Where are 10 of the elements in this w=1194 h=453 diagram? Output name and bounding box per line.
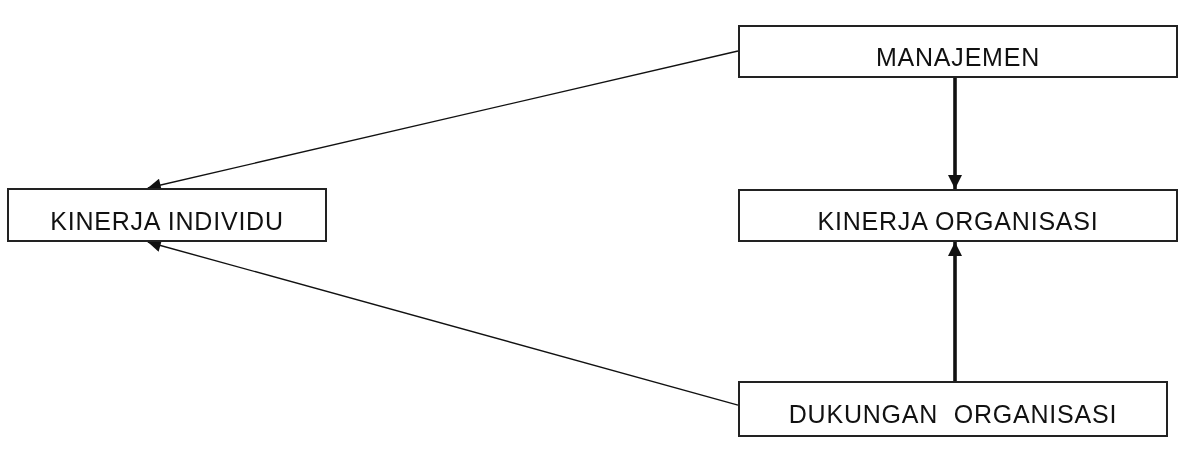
process-box — [738, 25, 1178, 78]
node-label: MANAJEMEN — [875, 43, 1041, 72]
node-label: KINERJA ORGANISASI — [817, 208, 1099, 236]
arrow — [948, 242, 962, 381]
process-box — [738, 381, 1168, 437]
process-box — [738, 189, 1178, 242]
process-box — [7, 188, 327, 242]
arrow — [948, 78, 962, 189]
node-label: KINERJA INDIVIDU — [50, 207, 284, 236]
node-label: DUKUNGAN ORGANISASI — [788, 401, 1118, 429]
